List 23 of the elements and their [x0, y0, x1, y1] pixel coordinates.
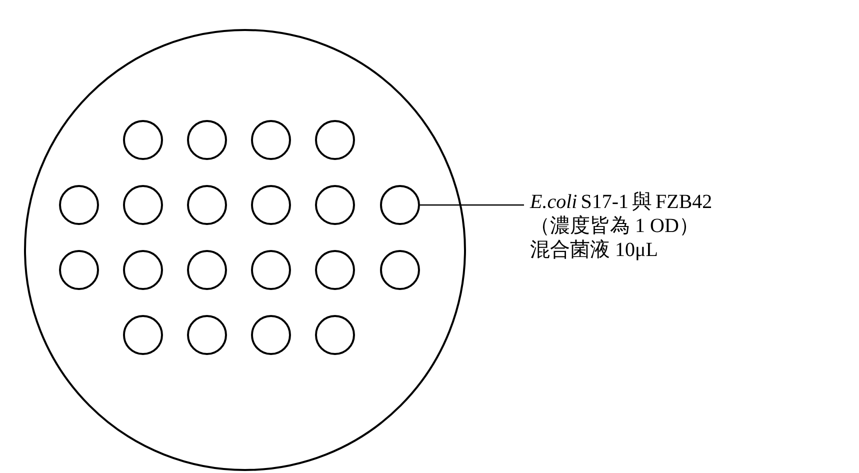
well-circle — [315, 120, 355, 160]
well-circle — [187, 185, 227, 225]
well-circle — [251, 250, 291, 290]
well-circle — [315, 315, 355, 355]
well-circle — [59, 250, 99, 290]
well-circle — [187, 315, 227, 355]
well-circle — [315, 185, 355, 225]
leader-line — [420, 204, 524, 206]
well-circle — [59, 185, 99, 225]
well-circle — [380, 250, 420, 290]
well-circle — [380, 185, 420, 225]
well-circle — [123, 120, 163, 160]
well-circle — [251, 185, 291, 225]
well-circle — [123, 250, 163, 290]
well-circle — [315, 250, 355, 290]
well-circle — [251, 120, 291, 160]
well-circle — [187, 250, 227, 290]
plate-circle — [24, 29, 466, 471]
label-text: E.coli S17-1 與 FZB42（濃度皆為 1 OD）混合菌液 10μL — [530, 191, 712, 261]
well-circle — [123, 185, 163, 225]
well-circle — [187, 120, 227, 160]
well-circle — [251, 315, 291, 355]
well-circle — [123, 315, 163, 355]
